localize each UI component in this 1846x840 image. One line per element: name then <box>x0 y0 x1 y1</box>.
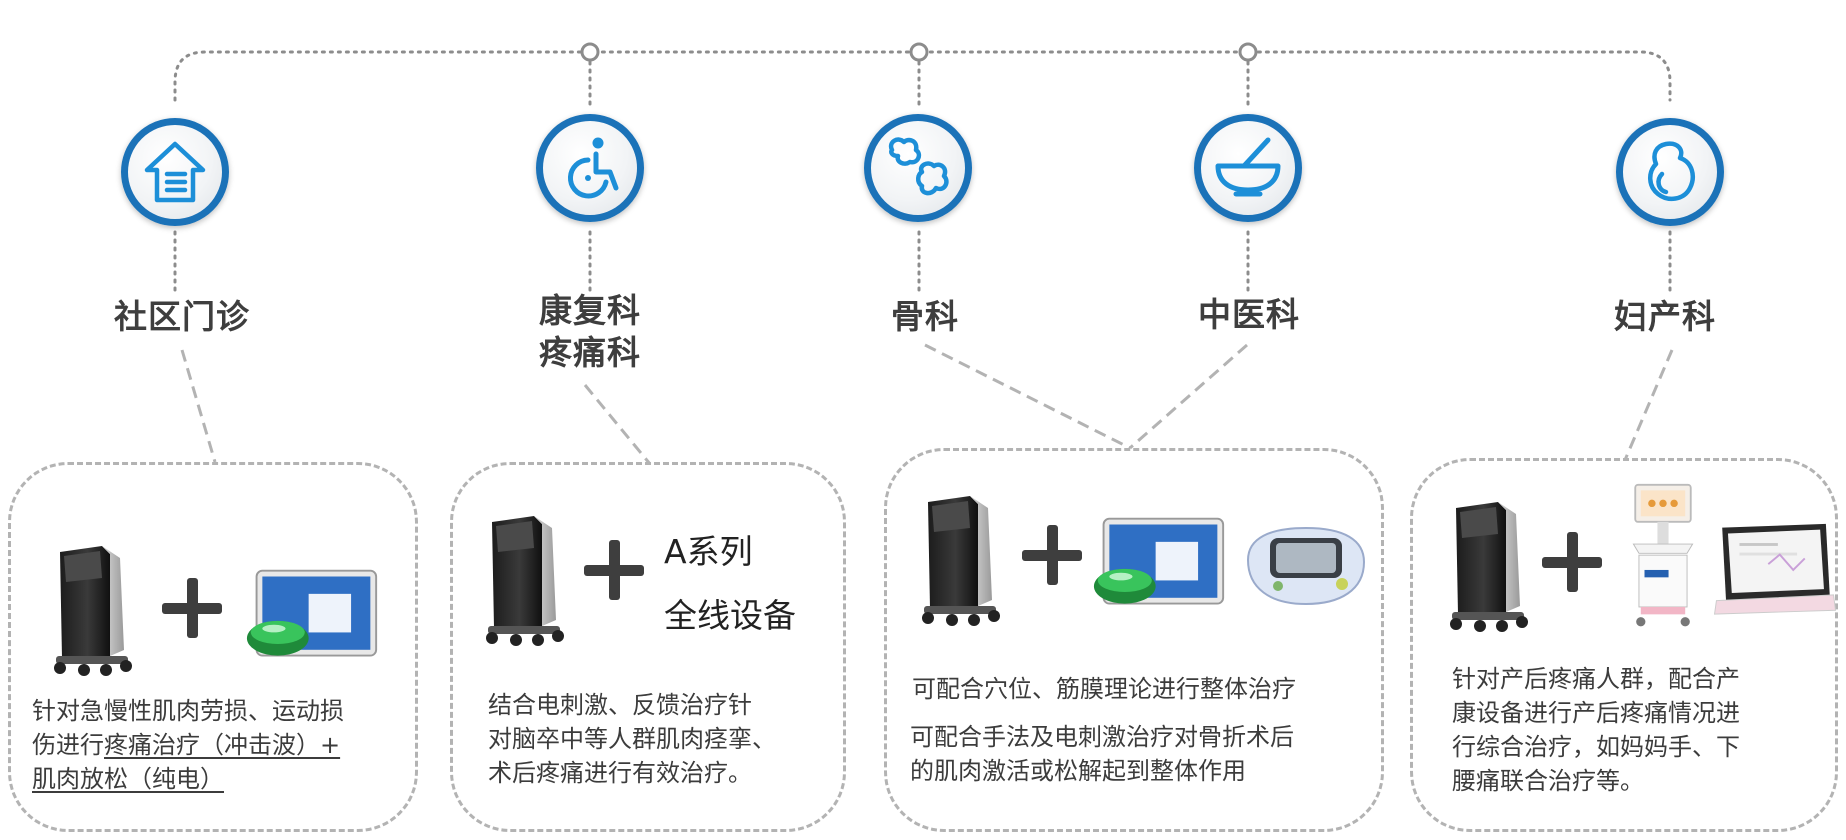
link-rehab <box>583 384 652 465</box>
wheelchair-icon <box>567 137 619 199</box>
link-tcm <box>1129 343 1248 450</box>
department-label-rehab-line1: 康复科 <box>539 291 641 330</box>
department-label-ortho: 骨科 <box>891 297 959 336</box>
department-icon-rehab <box>536 114 644 222</box>
mortar-pestle-icon <box>1215 137 1281 197</box>
bone-joint-icon <box>888 137 949 196</box>
description-line: 伤进行 <box>32 731 104 759</box>
a-series-line1: A系列 <box>664 532 753 571</box>
panel-obgyn-description: 针对产后疼痛人群，配合产 康设备进行产后疼痛情况进 行综合治疗，如妈妈手、下 腰… <box>1452 662 1812 798</box>
department-icon-ortho <box>864 114 972 222</box>
a-series-label: A系列 全线设备 <box>664 520 796 648</box>
shockwave-machine-image <box>486 516 564 646</box>
description-line: 行综合治疗，如妈妈手、下 <box>1452 733 1740 761</box>
description-line: 对脑卒中等人群肌肉痉挛、 <box>488 725 776 753</box>
shockwave-machine-image <box>922 496 1000 626</box>
bus-node-3 <box>1238 42 1258 62</box>
shockwave-machine-image <box>54 546 132 676</box>
description-underlined: 肌肉放松（纯电） <box>32 765 224 793</box>
stimulator-device-image <box>1246 526 1366 606</box>
department-icon-community <box>121 118 229 226</box>
tablet-with-device-image <box>246 569 378 657</box>
department-label-obgyn: 妇产科 <box>1614 297 1716 336</box>
plus-sign <box>584 540 644 600</box>
department-icon-obgyn <box>1616 118 1724 226</box>
panel-ortho-tcm <box>884 448 1384 832</box>
plus-sign <box>1542 532 1602 592</box>
description-line: 可配合手法及电刺激治疗对骨折术后 <box>910 723 1294 751</box>
uterus-icon <box>1648 141 1695 202</box>
description-line: 针对急慢性肌肉劳损、运动损 <box>32 697 344 725</box>
a-series-line2: 全线设备 <box>664 596 796 635</box>
department-label-tcm: 中医科 <box>1198 295 1300 334</box>
panel-community <box>8 462 418 832</box>
bus-node-1 <box>580 42 600 62</box>
panel-community-description: 针对急慢性肌肉劳损、运动损 伤进行疼痛治疗（冲击波）+ 肌肉放松（纯电） <box>32 694 412 796</box>
panel-ortho-tcm-description-1: 可配合穴位、筋膜理论进行整体治疗 <box>912 675 1296 703</box>
tablet-with-device-image <box>1093 517 1225 605</box>
link-community <box>180 349 217 463</box>
department-label-rehab: 康复科 疼痛科 <box>520 290 660 374</box>
link-obgyn <box>1623 349 1674 461</box>
house-icon <box>144 141 206 203</box>
description-line: 腰痛联合治疗等。 <box>1452 767 1644 795</box>
panel-rehab-description: 结合电刺激、反馈治疗针 对脑卒中等人群肌肉痉挛、 术后疼痛进行有效治疗。 <box>488 688 828 790</box>
monitor-device-image <box>1713 523 1837 615</box>
pelvic-floor-cart-image <box>1632 483 1694 627</box>
department-label-community: 社区门诊 <box>114 297 250 336</box>
department-label-rehab-line2: 疼痛科 <box>539 333 641 372</box>
description-line: 康设备进行产后疼痛情况进 <box>1452 699 1740 727</box>
description-line: 结合电刺激、反馈治疗针 <box>488 691 752 719</box>
panel-obgyn <box>1410 458 1838 832</box>
panel-ortho-tcm-description-2: 可配合手法及电刺激治疗对骨折术后 的肌肉激活或松解起到整体作用 <box>910 720 1370 788</box>
panel-rehab <box>450 462 846 832</box>
link-ortho <box>924 343 1131 450</box>
bus-node-2 <box>909 42 929 62</box>
description-underlined: 疼痛治疗（冲击波）+ <box>104 731 341 759</box>
plus-sign <box>162 578 222 638</box>
plus-sign <box>1022 525 1082 585</box>
description-line: 针对产后疼痛人群，配合产 <box>1452 665 1740 693</box>
description-line: 的肌肉激活或松解起到整体作用 <box>910 757 1246 785</box>
shockwave-machine-image <box>1450 502 1528 632</box>
description-line: 术后疼痛进行有效治疗。 <box>488 759 752 787</box>
department-icon-tcm <box>1194 114 1302 222</box>
